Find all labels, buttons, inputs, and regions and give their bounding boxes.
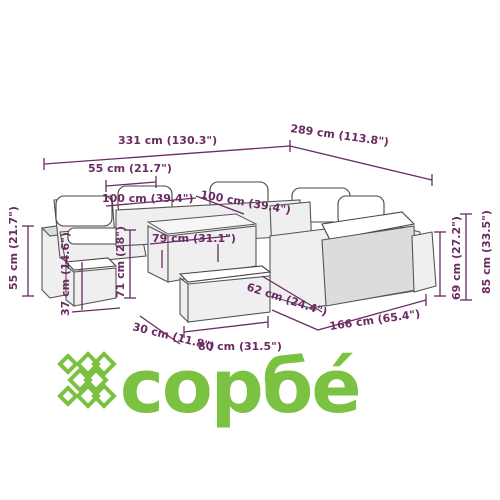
seat-height-left-label: 55 cm (21.7")	[7, 206, 20, 290]
brand-name: сорбé	[120, 344, 360, 430]
brand-logo: сорбé	[57, 344, 362, 430]
sofa-width-left-label: 100 cm (39.4")	[102, 192, 194, 205]
table-height-label: 71 cm (28")	[114, 226, 127, 298]
stool-height-label: 37 cm (14.6")	[59, 232, 72, 316]
furniture-set-illustration	[40, 181, 437, 324]
dimension-lines	[22, 140, 472, 345]
total-depth-label: 289 cm (113.8")	[290, 122, 390, 149]
armrest-height-label: 69 cm (27.2")	[450, 216, 463, 300]
section-width-label: 166 cm (65.4")	[329, 307, 421, 333]
logo-weave-icon	[57, 351, 117, 409]
back-height-label: 85 cm (33.5")	[480, 210, 493, 294]
side-depth-label: 55 cm (21.7")	[88, 162, 172, 175]
table-width-label: 79 cm (31.1")	[152, 232, 236, 245]
total-width-label: 331 cm (130.3")	[118, 134, 217, 147]
bench-width-label: 80 cm (31.5")	[198, 340, 282, 353]
